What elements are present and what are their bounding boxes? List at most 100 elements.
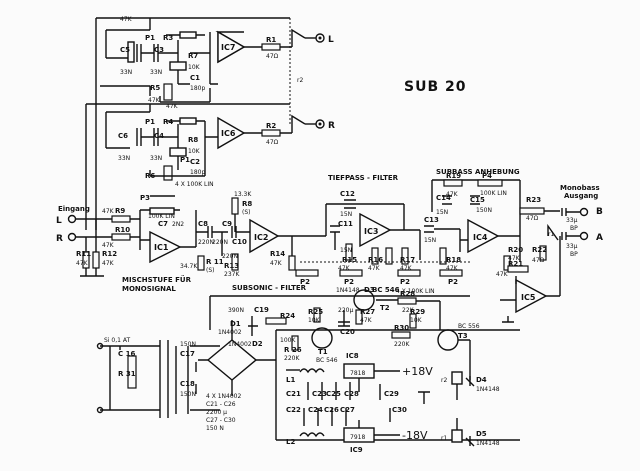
svg-text:C4: C4 — [154, 132, 164, 140]
svg-text:15N: 15N — [340, 247, 352, 254]
ic6-label: IC6 — [221, 129, 236, 138]
svg-text:C19: C19 — [254, 306, 269, 314]
svg-text:R5: R5 — [150, 84, 160, 92]
svg-text:47K: 47K — [400, 265, 413, 272]
svg-text:L1: L1 — [286, 376, 295, 384]
svg-text:L: L — [56, 216, 62, 226]
svg-text:C26: C26 — [324, 406, 339, 414]
svg-text:47Ω: 47Ω — [532, 257, 545, 264]
svg-text:R17: R17 — [400, 256, 415, 264]
svg-text:R2: R2 — [266, 122, 276, 130]
svg-text:47Ω: 47Ω — [266, 53, 279, 60]
svg-text:2N2: 2N2 — [172, 221, 184, 228]
svg-text:R12: R12 — [102, 250, 117, 258]
svg-text:15N: 15N — [424, 237, 436, 244]
svg-text:P1: P1 — [145, 118, 155, 126]
svg-text:4 X 100K LIN: 4 X 100K LIN — [175, 181, 214, 188]
svg-text:15N: 15N — [340, 211, 352, 218]
svg-text:R16: R16 — [368, 256, 383, 264]
svg-text:C9: C9 — [222, 220, 232, 228]
svg-text:33N: 33N — [150, 155, 162, 162]
svg-text:4 X 100K LIN: 4 X 100K LIN — [396, 288, 435, 295]
ic2-label: IC2 — [254, 233, 268, 242]
svg-text:47K: 47K — [102, 208, 115, 215]
svg-text:1N4148: 1N4148 — [476, 440, 500, 447]
svg-text:C15: C15 — [470, 196, 485, 204]
ic3-label: IC3 — [364, 227, 378, 236]
input-label: Eingang — [58, 205, 90, 213]
output-b-label: B — [596, 207, 603, 217]
svg-text:BC 546: BC 546 — [316, 357, 338, 364]
svg-text:P1: P1 — [145, 34, 155, 42]
svg-text:R18: R18 — [446, 256, 461, 264]
svg-text:33N: 33N — [120, 69, 132, 76]
svg-text:(S): (S) — [242, 209, 251, 216]
svg-text:47K: 47K — [446, 191, 459, 198]
svg-text:47K: 47K — [496, 271, 509, 278]
svg-text:R21: R21 — [508, 260, 523, 268]
svg-text:237K: 237K — [224, 271, 240, 278]
svg-text:T1: T1 — [318, 348, 328, 356]
svg-text:10K: 10K — [410, 317, 423, 324]
svg-text:15N: 15N — [436, 209, 448, 216]
svg-text:47K: 47K — [120, 16, 133, 23]
svg-text:R7: R7 — [188, 52, 198, 60]
output-l-label: L — [328, 35, 334, 45]
svg-text:47Ω: 47Ω — [526, 215, 539, 222]
svg-text:33μ: 33μ — [566, 243, 578, 250]
svg-text:BP: BP — [570, 251, 578, 258]
svg-text:R8: R8 — [188, 136, 198, 144]
svg-text:D2: D2 — [252, 340, 263, 348]
svg-text:220K: 220K — [394, 341, 410, 348]
svg-text:R4: R4 — [163, 118, 173, 126]
subsonic-caption: SUBSONIC - FILTER — [232, 284, 307, 292]
svg-text:150N: 150N — [180, 341, 196, 348]
svg-text:47K: 47K — [368, 265, 381, 272]
svg-text:33μ: 33μ — [566, 217, 578, 224]
svg-text:47K: 47K — [508, 255, 521, 262]
subbass-stage: SUBBASS ANHEBUNG IC4 IC5 Monobass Ausgan… — [431, 168, 603, 323]
svg-text:220N: 220N — [222, 253, 238, 260]
svg-text:C27: C27 — [340, 406, 355, 414]
subbass-caption: SUBBASS ANHEBUNG — [436, 168, 520, 176]
svg-text:P3: P3 — [140, 194, 150, 202]
svg-text:4 X 1N4002: 4 X 1N4002 — [206, 393, 242, 400]
svg-text:R8: R8 — [242, 200, 252, 208]
svg-text:220μ: 220μ — [338, 307, 353, 314]
ic9-label: IC9 — [350, 446, 363, 454]
svg-text:47K: 47K — [270, 260, 283, 267]
svg-text:47K: 47K — [102, 260, 115, 267]
svg-text:C5: C5 — [120, 46, 130, 54]
svg-text:R24: R24 — [280, 312, 295, 320]
svg-text:390N: 390N — [228, 307, 244, 314]
input-mixer-stage: Eingang L R IC1 IC2 R9 47K R10 47K R11 — [56, 191, 307, 293]
svg-text:R25: R25 — [308, 308, 323, 316]
svg-text:r1: r1 — [441, 435, 447, 442]
svg-text:47K: 47K — [360, 317, 373, 324]
svg-text:R10: R10 — [115, 226, 130, 234]
svg-text:R: R — [56, 234, 63, 244]
svg-text:C25: C25 — [326, 390, 341, 398]
svg-text:47K: 47K — [148, 97, 161, 104]
svg-text:C22: C22 — [286, 406, 301, 414]
svg-text:C20: C20 — [340, 328, 355, 336]
svg-text:33N: 33N — [150, 69, 162, 76]
schematic-title: SUB 20 — [404, 79, 466, 95]
svg-text:C6: C6 — [118, 132, 128, 140]
svg-text:220N: 220N — [212, 239, 228, 246]
svg-text:R9: R9 — [115, 207, 125, 215]
ic5-label: IC5 — [521, 293, 536, 302]
svg-text:T3: T3 — [458, 332, 468, 340]
svg-text:C 16: C 16 — [118, 350, 135, 358]
svg-text:C2: C2 — [190, 158, 200, 166]
svg-text:13.3K: 13.3K — [234, 191, 252, 198]
svg-text:1N4148: 1N4148 — [336, 287, 360, 294]
svg-text:r2: r2 — [297, 77, 303, 84]
svg-text:R22: R22 — [532, 246, 547, 254]
svg-text:P2: P2 — [344, 278, 354, 286]
svg-text:D4: D4 — [476, 376, 487, 384]
svg-text:R11: R11 — [76, 250, 91, 258]
svg-text:C1: C1 — [190, 74, 200, 82]
svg-text:R30: R30 — [394, 324, 409, 332]
svg-text:R27: R27 — [360, 308, 375, 316]
